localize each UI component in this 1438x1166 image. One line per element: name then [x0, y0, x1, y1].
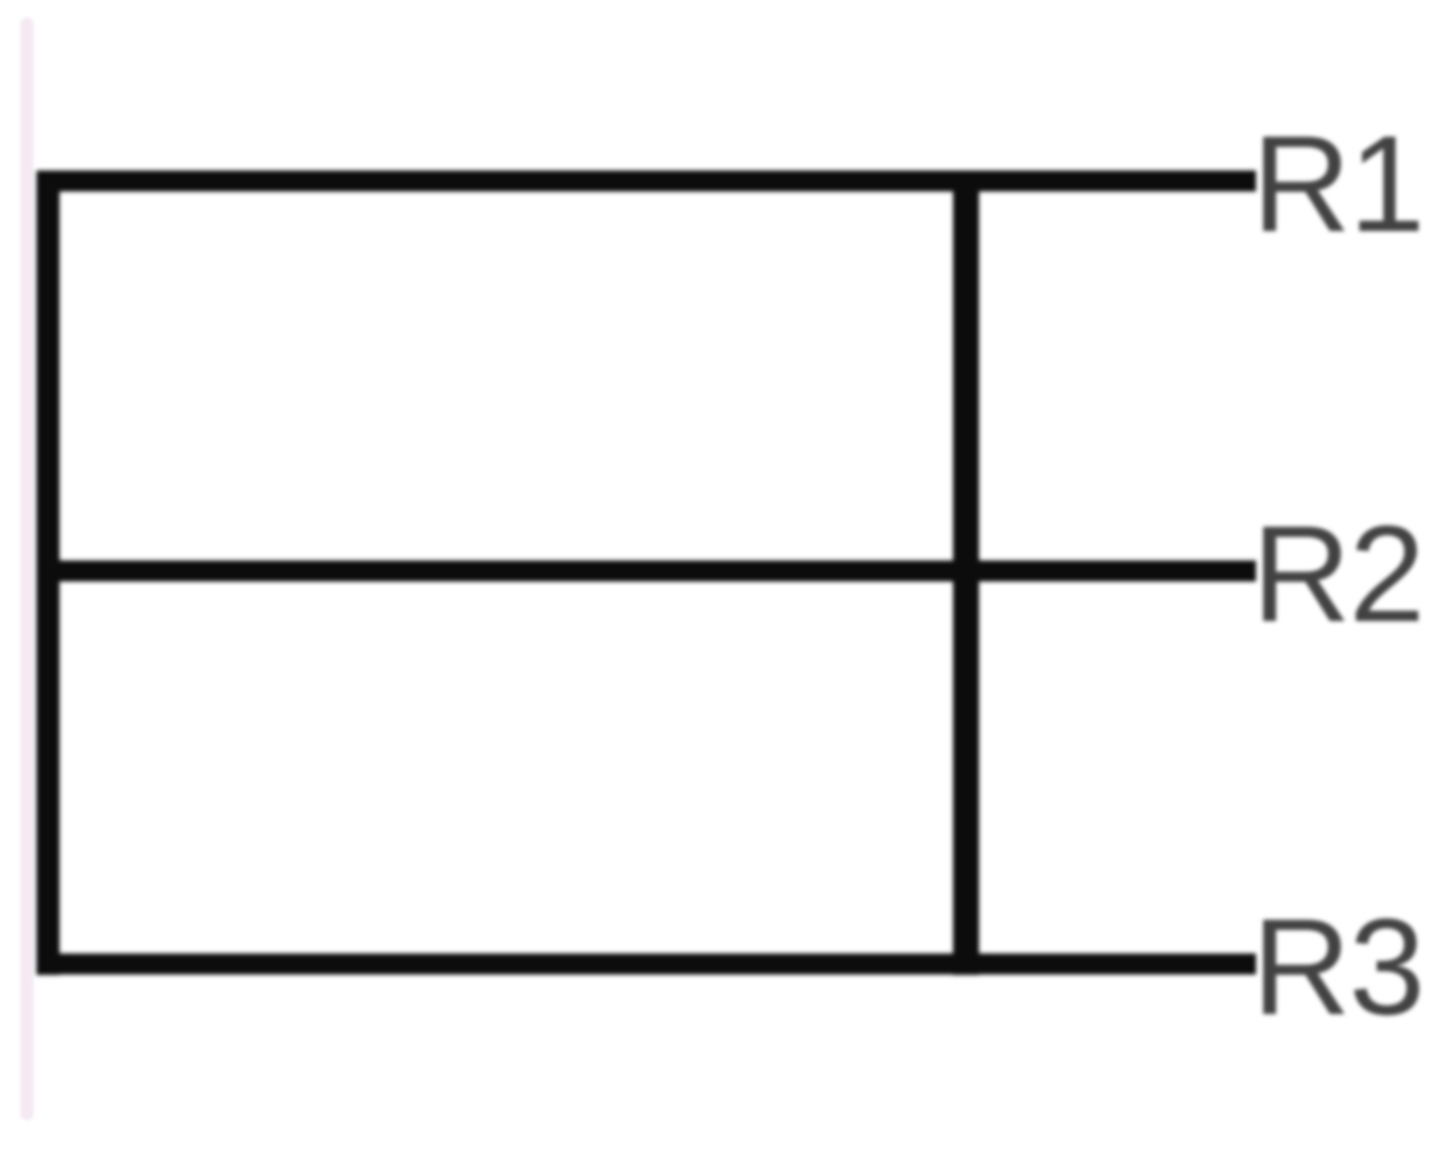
terminal-label-r3: R3 [1252, 891, 1423, 1044]
terminal-label-r1: R1 [1252, 108, 1423, 261]
wire-grid [36, 170, 1256, 975]
terminal-label-r2: R2 [1252, 498, 1423, 651]
